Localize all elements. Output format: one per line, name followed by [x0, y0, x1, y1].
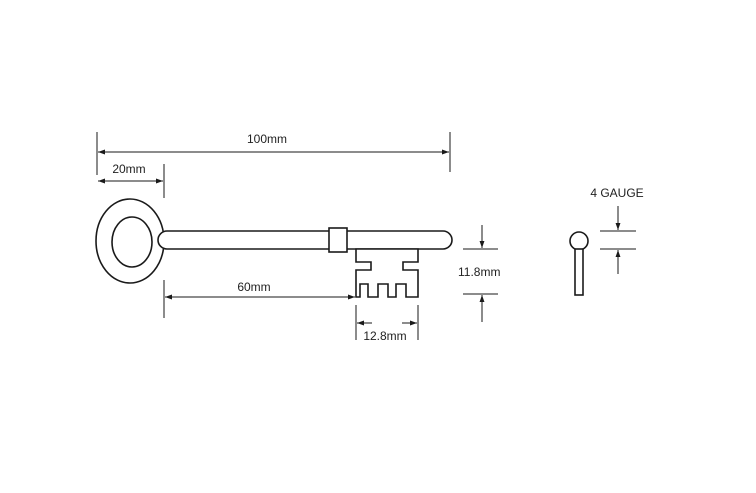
- bow-width-label: 20mm: [112, 162, 145, 176]
- end-view-head: [569, 231, 589, 251]
- overall-length-label: 100mm: [247, 132, 287, 146]
- key-side-view: [95, 198, 453, 298]
- bit-width-label: 12.8mm: [363, 329, 406, 343]
- shank-to-bit-label: 60mm: [237, 280, 270, 294]
- key-shank: [157, 230, 453, 250]
- key-bow-inner: [111, 216, 153, 268]
- bit-height-label: 11.8mm: [458, 265, 500, 279]
- gauge-label: 4 GAUGE: [590, 186, 643, 200]
- end-view-stem: [574, 248, 584, 296]
- dimension-bit-height: 11.8mm: [458, 225, 500, 322]
- dimension-shank-to-bit: 60mm: [163, 280, 355, 318]
- dimension-overall-length: 100mm: [96, 132, 451, 175]
- key-bit: [355, 248, 419, 298]
- key-collar: [328, 227, 348, 253]
- dimension-bow-width: 20mm: [98, 162, 165, 198]
- dimension-bit-width: 12.8mm: [355, 305, 419, 343]
- dimension-gauge: 4 GAUGE: [590, 186, 644, 274]
- key-end-view: [569, 231, 589, 296]
